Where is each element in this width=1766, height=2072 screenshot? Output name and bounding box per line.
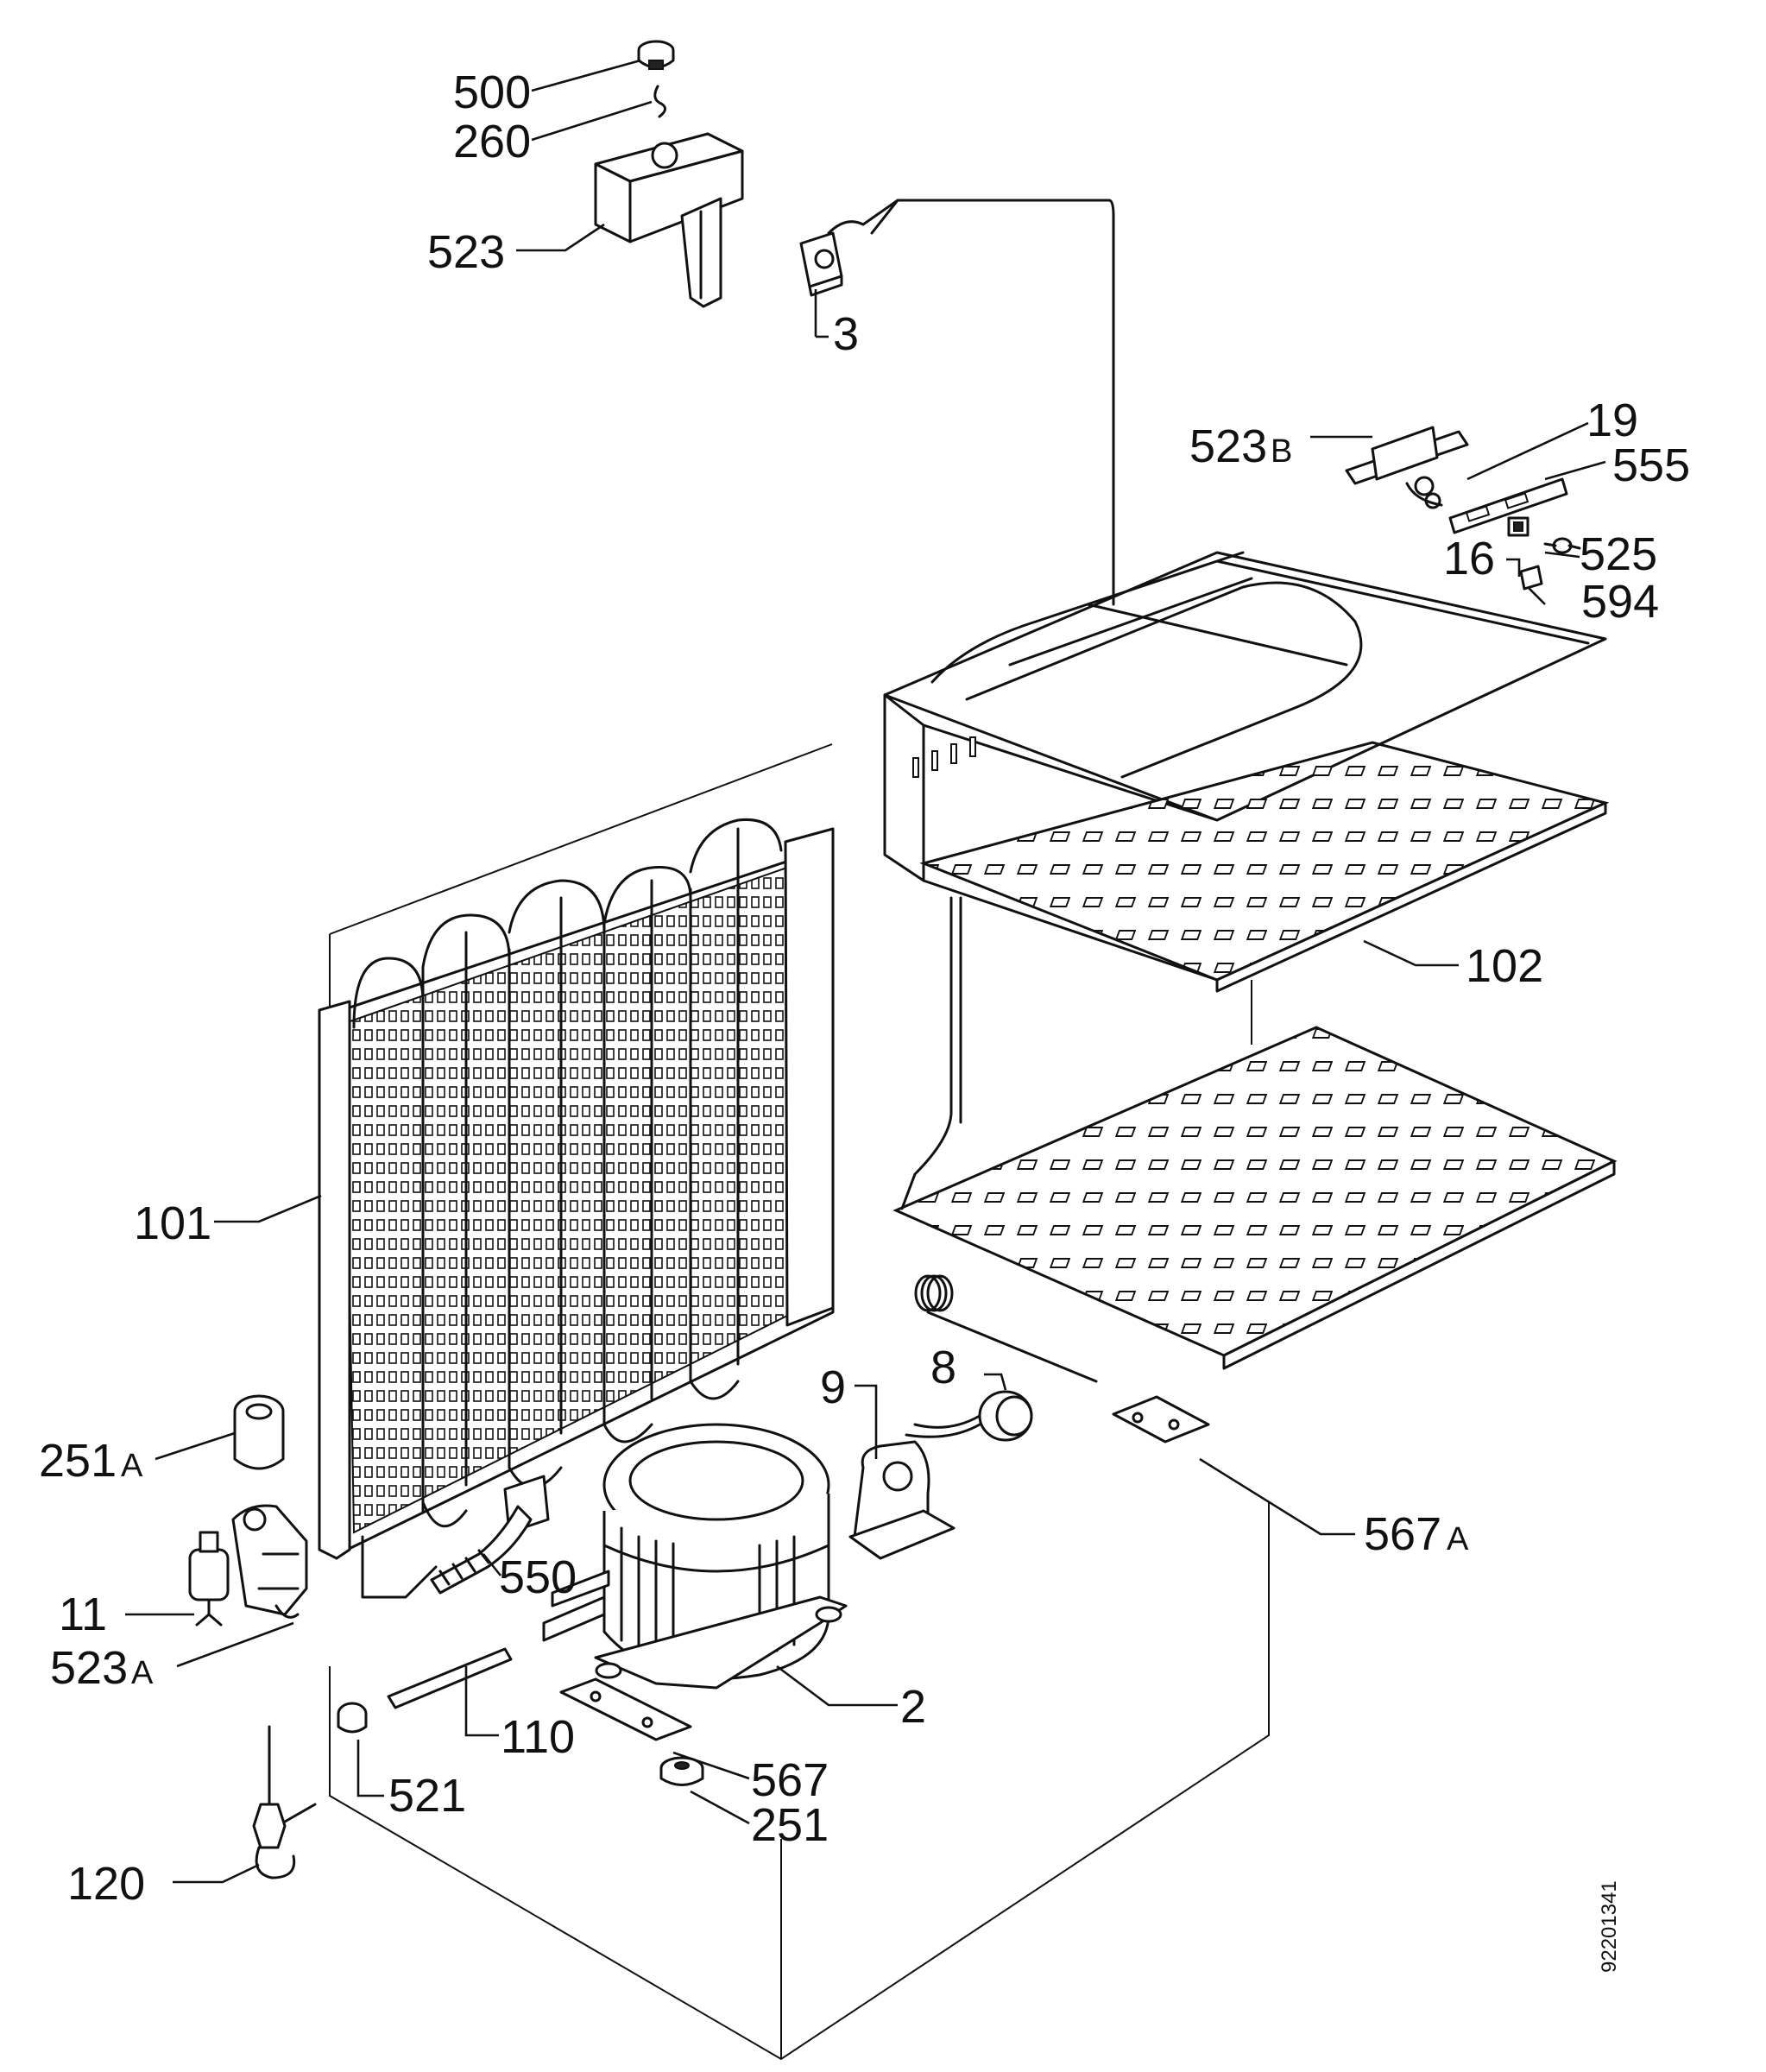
label-2: 2	[900, 1681, 926, 1733]
label-567a: 567	[1364, 1508, 1441, 1560]
switch	[1519, 565, 1543, 591]
part-labels: 500 260 523 3 523 B 19 555 16 525 594 10…	[39, 66, 1690, 1973]
label-251a: 251	[39, 1435, 117, 1487]
label-523b-suffix: B	[1271, 433, 1292, 470]
compressor	[542, 1423, 848, 1690]
label-521: 521	[388, 1770, 466, 1822]
label-523a: 523	[50, 1642, 128, 1694]
freezer-vents	[912, 736, 976, 778]
connecting-pipe	[387, 1647, 513, 1709]
label-523: 523	[427, 226, 505, 278]
grommet	[337, 1702, 368, 1734]
lamp-housing	[594, 132, 744, 308]
label-555: 555	[1612, 439, 1690, 491]
thermostat	[799, 199, 899, 297]
thermostat-knob	[637, 40, 675, 70]
label-11: 11	[59, 1589, 107, 1640]
label-260: 260	[453, 116, 531, 167]
valve-bracket	[231, 1504, 308, 1619]
control-bracket	[1345, 426, 1568, 534]
label-16: 16	[1443, 533, 1495, 584]
cabinet-outline	[329, 743, 1270, 2061]
label-594: 594	[1581, 576, 1659, 628]
label-19: 19	[1586, 395, 1638, 446]
label-110: 110	[501, 1711, 575, 1763]
label-525: 525	[1580, 528, 1657, 580]
leader-lines	[125, 59, 1606, 1884]
lower-shelf	[870, 199, 1618, 1383]
condenser	[318, 818, 835, 1599]
label-523a-suffix: A	[131, 1655, 154, 1691]
cable-clip	[252, 1725, 317, 1879]
bulb	[1543, 537, 1581, 554]
label-102: 102	[1466, 940, 1543, 992]
mounting-bracket-a	[1112, 1395, 1210, 1443]
evaporator-plate	[883, 551, 1610, 993]
label-9: 9	[820, 1361, 846, 1413]
spring-clip	[653, 85, 666, 118]
label-567a-suffix: A	[1447, 1521, 1469, 1557]
capillary-coil	[914, 1274, 1098, 1383]
label-251: 251	[751, 1799, 829, 1851]
drain-hose	[430, 1475, 550, 1595]
label-567: 567	[751, 1754, 829, 1806]
label-120: 120	[67, 1858, 145, 1910]
overload-protector	[905, 1390, 1033, 1442]
label-3: 3	[833, 308, 859, 360]
document-number: 92201341	[1598, 1880, 1621, 1973]
label-101: 101	[134, 1197, 211, 1249]
label-500: 500	[453, 66, 531, 118]
start-relay	[848, 1440, 956, 1560]
valve	[188, 1531, 230, 1627]
label-523b: 523	[1189, 420, 1267, 472]
mounting-plate	[559, 1677, 692, 1741]
rubber-foot	[659, 1756, 704, 1786]
lamp-socket	[1507, 516, 1529, 537]
label-8: 8	[930, 1342, 956, 1393]
label-550: 550	[499, 1551, 577, 1603]
label-251a-suffix: A	[121, 1448, 143, 1484]
grommet-sleeve	[233, 1394, 285, 1470]
